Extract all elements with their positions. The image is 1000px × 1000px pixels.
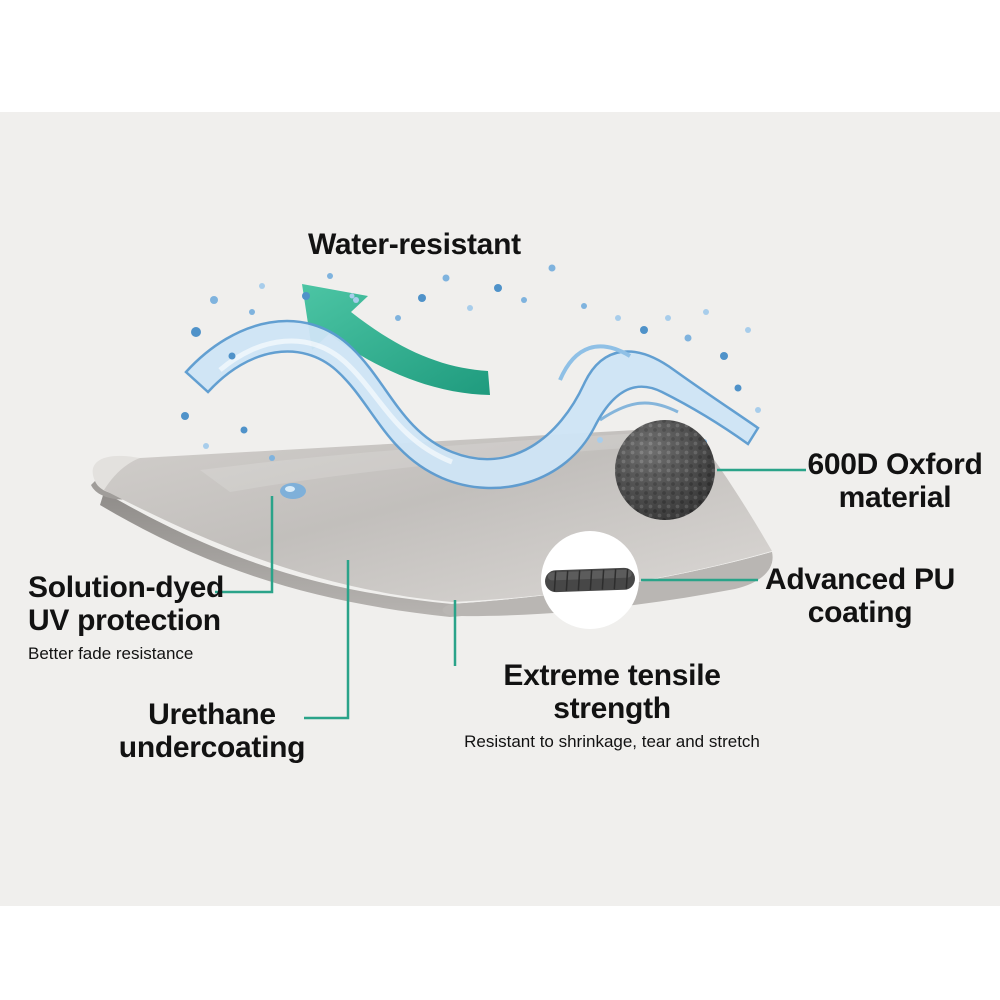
pu-coating-inset xyxy=(541,531,639,629)
water-resistant-text: Water-resistant xyxy=(308,228,521,261)
label-uv-protection: Solution-dyed UV protection Better fade … xyxy=(28,571,258,664)
pu-line1: Advanced PU xyxy=(764,563,956,596)
oxford-texture-inset xyxy=(615,420,715,520)
label-urethane: Urethane undercoating xyxy=(112,698,312,764)
label-water-resistant: Water-resistant xyxy=(308,228,521,261)
label-oxford-material: 600D Oxford material xyxy=(795,448,995,514)
water-droplet-on-fabric xyxy=(280,483,306,499)
tensile-line2: strength xyxy=(553,692,671,725)
uv-line1: Solution-dyed xyxy=(28,571,225,604)
uv-subtitle: Better fade resistance xyxy=(28,644,194,663)
pu-line2: coating xyxy=(807,596,913,629)
water-splash xyxy=(181,264,761,490)
tensile-line1: Extreme tensile xyxy=(503,659,721,692)
callout-line-uv xyxy=(215,496,274,594)
uv-line2: UV protection xyxy=(28,604,221,637)
oxford-line1: 600D Oxford xyxy=(807,448,983,481)
label-tensile-strength: Extreme tensile strength Resistant to sh… xyxy=(462,659,762,752)
tensile-subtitle: Resistant to shrinkage, tear and stretch xyxy=(464,732,760,751)
oxford-line2: material xyxy=(838,481,952,514)
callout-line-urethane xyxy=(304,560,350,720)
urethane-line2: undercoating xyxy=(118,731,306,764)
label-pu-coating: Advanced PU coating xyxy=(760,563,960,629)
water-repel-arrow-icon xyxy=(302,284,490,395)
callout-lines xyxy=(215,468,806,720)
urethane-line1: Urethane xyxy=(148,698,276,731)
